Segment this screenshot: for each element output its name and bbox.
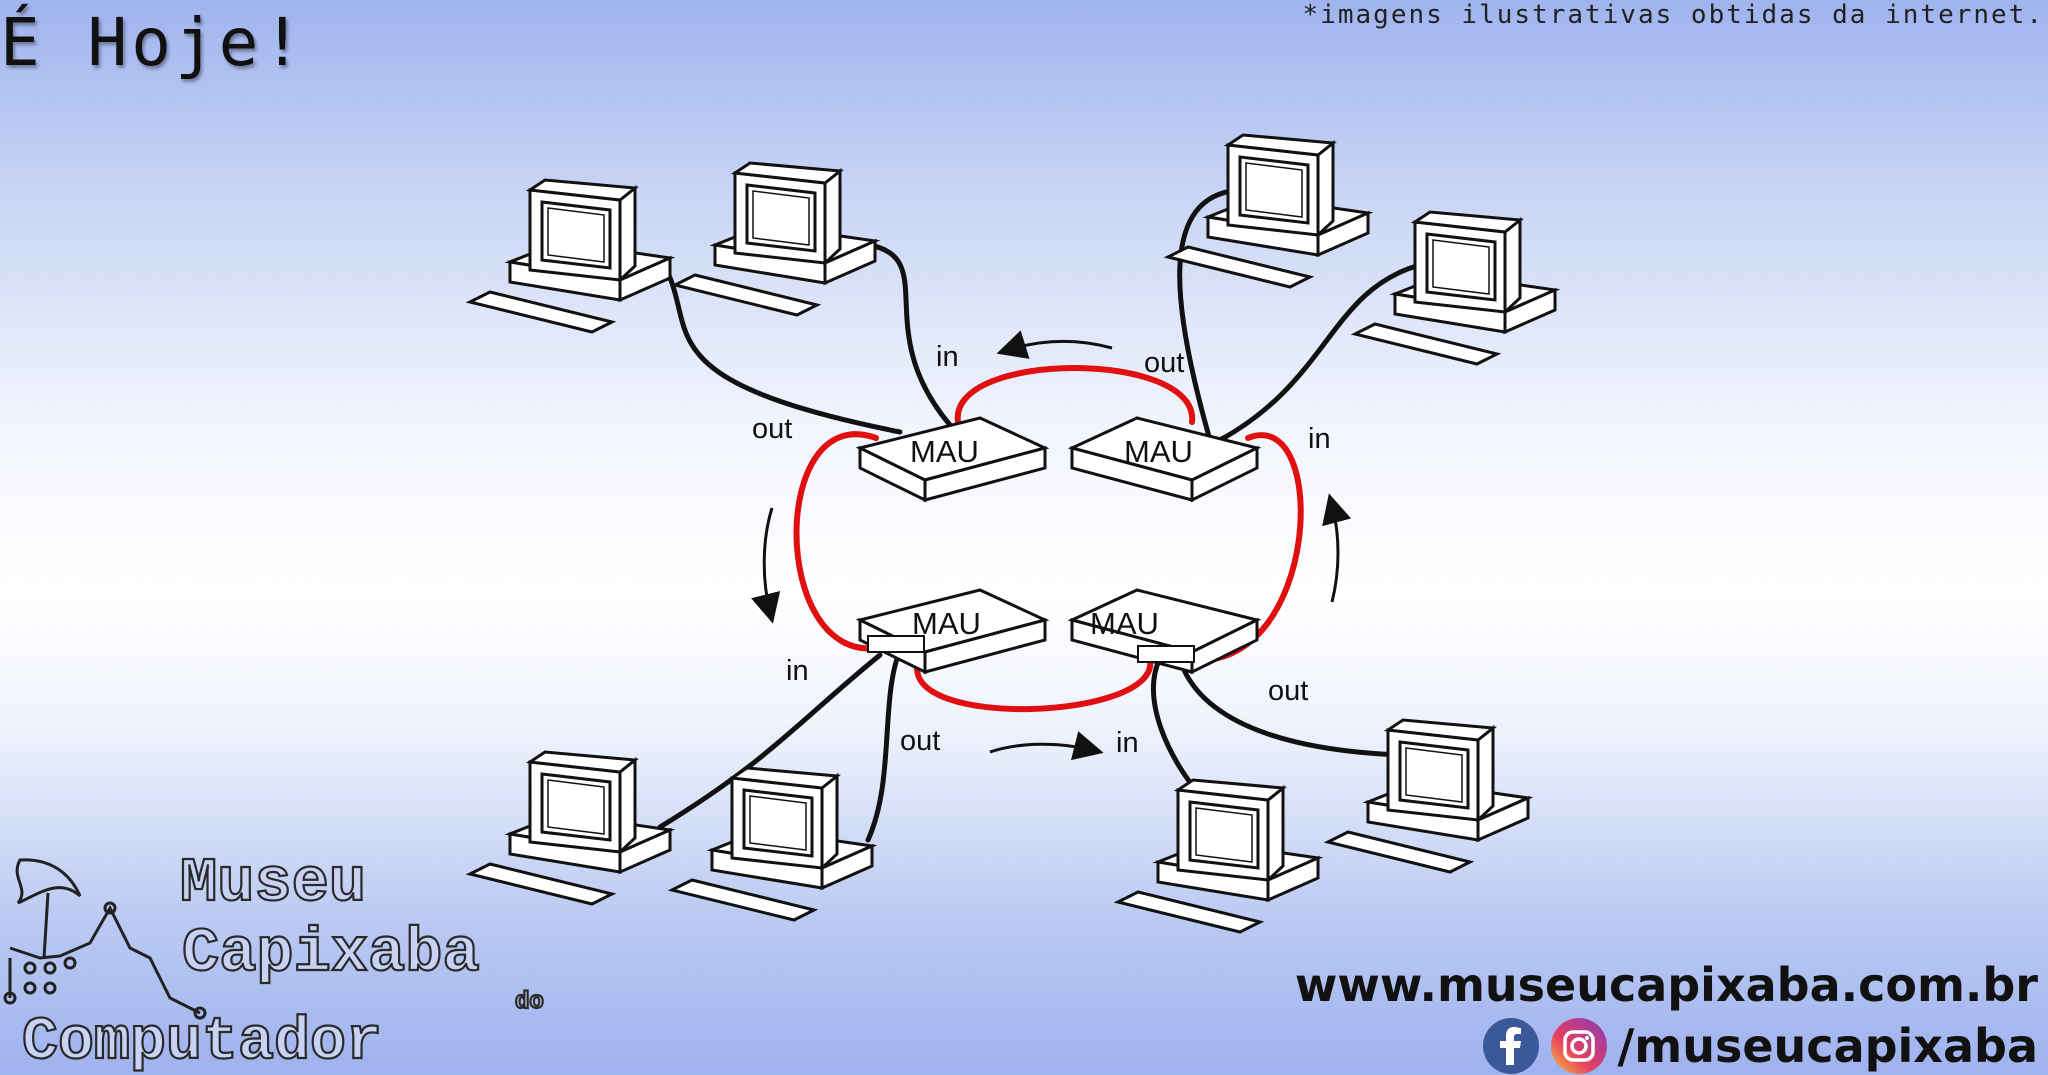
port-label-out: out bbox=[900, 725, 940, 757]
computer-icon bbox=[1326, 718, 1530, 874]
facebook-icon[interactable] bbox=[1482, 1017, 1540, 1075]
logo-line-4: Computador bbox=[22, 1009, 382, 1073]
mau-hub-icon: MAU bbox=[858, 588, 1047, 674]
logo-line-2: Capixaba bbox=[182, 918, 480, 989]
logo-line-1: Museu bbox=[180, 848, 366, 919]
flow-arrow-icon bbox=[751, 330, 1352, 761]
mau-hub-icon: MAU bbox=[858, 416, 1047, 502]
port-label-in: in bbox=[936, 341, 959, 373]
image-credit-note: *imagens ilustrativas obtidas da interne… bbox=[1302, 0, 2044, 30]
mau-label: MAU bbox=[1090, 606, 1159, 641]
instagram-icon[interactable] bbox=[1550, 1017, 1608, 1075]
port-label-in: in bbox=[1308, 423, 1331, 455]
mau-label: MAU bbox=[910, 434, 979, 469]
museum-logo: Museu Capixaba do Computador bbox=[3, 848, 545, 1073]
computer-icon bbox=[670, 766, 874, 922]
port-label-in: in bbox=[786, 655, 809, 687]
mau-hub-icon: MAU bbox=[1070, 416, 1259, 502]
social-handle[interactable]: /museucapixaba bbox=[1617, 1019, 2039, 1073]
page-title: É Hoje! bbox=[0, 4, 307, 81]
ring-cables bbox=[793, 365, 1304, 712]
computer-icon bbox=[1116, 778, 1320, 934]
website-url[interactable]: www.museucapixaba.com.br bbox=[1294, 958, 2038, 1012]
circuit-tree-icon bbox=[3, 858, 207, 1020]
logo-line-3: do bbox=[515, 989, 544, 1016]
port-label-out: out bbox=[1144, 347, 1184, 379]
port-label-out: out bbox=[1268, 675, 1308, 707]
computer-icon bbox=[1353, 210, 1557, 366]
social-links: /museucapixaba bbox=[1482, 1017, 2039, 1075]
mau-hub-icon: MAU bbox=[1070, 588, 1259, 674]
computer-icon bbox=[468, 178, 672, 334]
computer-icon bbox=[673, 161, 877, 317]
mau-label: MAU bbox=[1124, 434, 1193, 469]
port-label-in: in bbox=[1116, 727, 1139, 759]
cables bbox=[657, 187, 1423, 843]
port-label-out: out bbox=[752, 413, 792, 445]
